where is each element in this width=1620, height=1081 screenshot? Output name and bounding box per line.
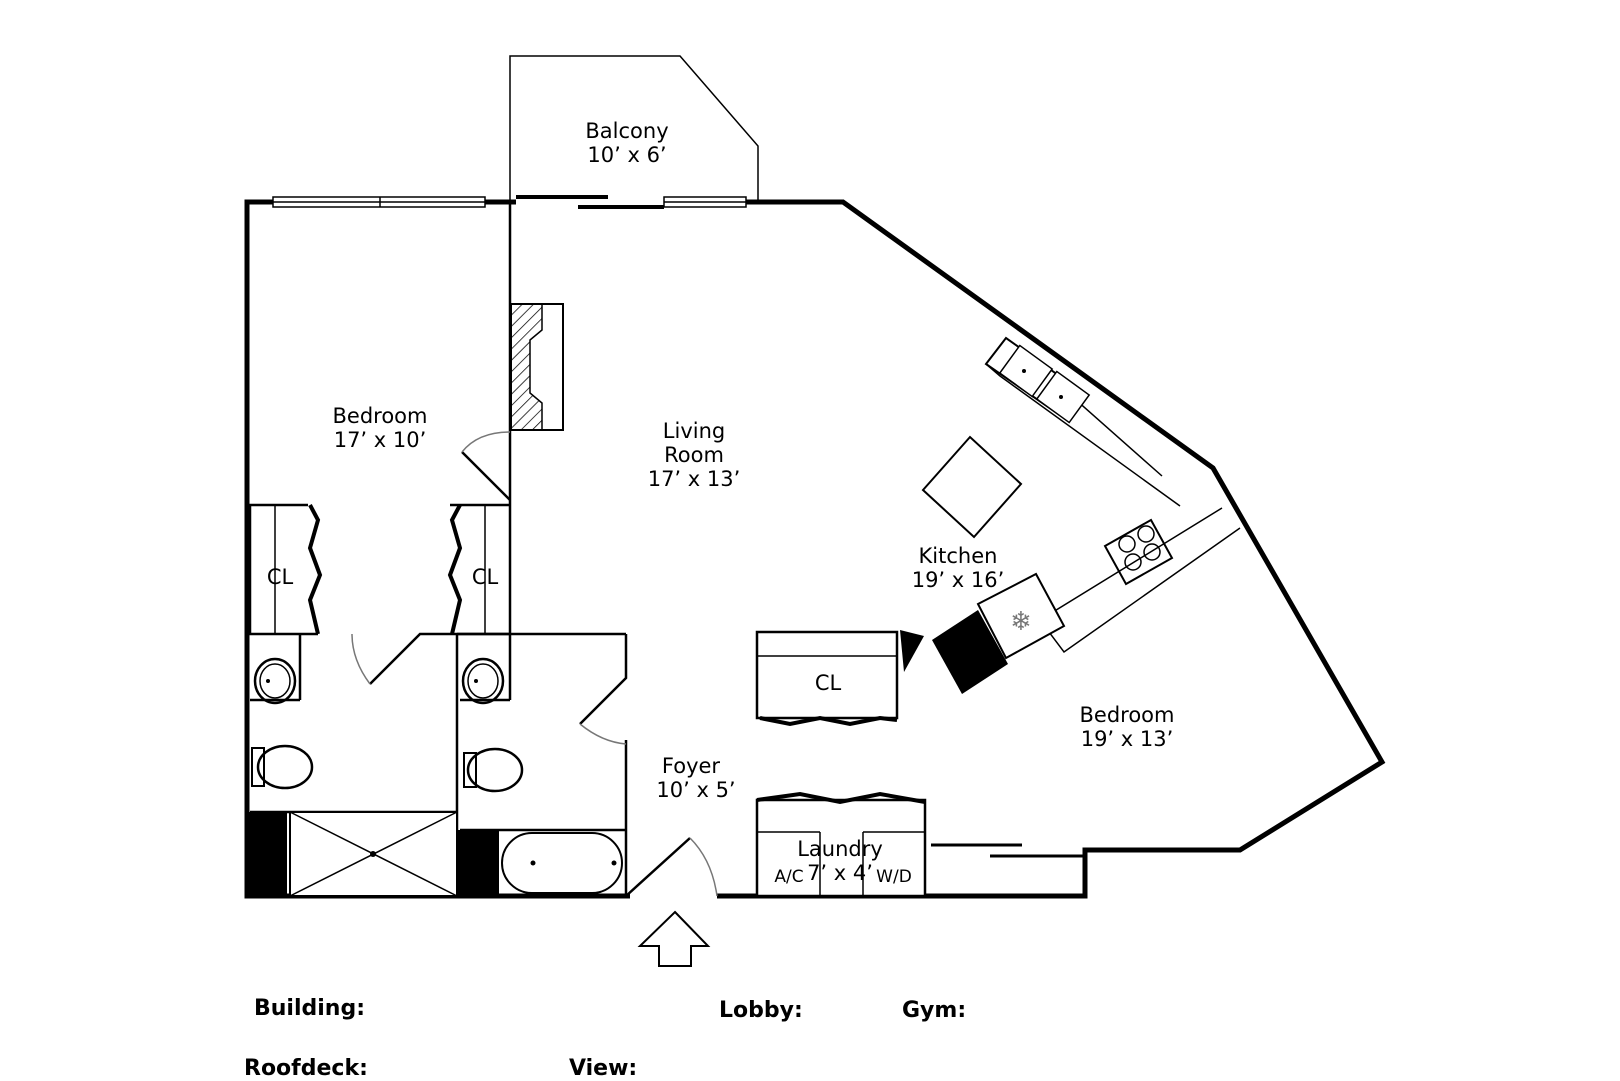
washer-dryer-label: W/D [876,867,912,887]
closet-hall [755,630,899,727]
room-size-bedroom-right: 19’ x 13’ [1081,727,1174,751]
exterior-walls [244,199,1386,899]
kitchen-lower-counter: ❄ [900,507,1241,694]
info-view: View: [569,1056,638,1081]
room-size-foyer: 10’ x 5’ [656,778,735,802]
info-gym: Gym: [902,998,967,1023]
laundry-area [755,791,927,898]
top-window-right [663,196,747,208]
interior-walls [247,200,691,897]
room-name-living-line1: Living [663,419,725,443]
kitchen-island [921,435,1023,539]
room-size-balcony: 10’ x 6’ [587,143,666,167]
info-roofdeck: Roofdeck: [244,1056,368,1081]
fireplace [510,303,564,431]
room-name-laundry: Laundry [797,837,883,861]
room-name-living-line2: Room [664,443,724,467]
room-size-bedroom-left: 17’ x 10’ [334,428,427,452]
balcony-outline [509,55,759,200]
room-name-foyer: Foyer [662,754,721,778]
top-window-left [272,196,486,208]
room-size-laundry: 7’ x 4’ [807,861,873,885]
closet-left [274,504,323,635]
room-name-bedroom-left: Bedroom [333,404,428,428]
room-name-balcony: Balcony [585,119,668,143]
room-name-kitchen: Kitchen [919,544,998,568]
bath-left [247,657,458,897]
closet-left-label: CL [267,565,294,589]
info-building: Building: [254,996,366,1021]
info-lobby: Lobby: [719,998,803,1023]
room-name-bedroom-right: Bedroom [1080,703,1175,727]
balcony-sliding-door [516,195,664,209]
room-size-living: 17’ x 13’ [648,467,741,491]
closet-mid [447,504,486,635]
entry-arrow-icon [637,910,711,967]
bath-mid [457,657,623,896]
closet-mid-label: CL [472,565,499,589]
snowflake-icon: ❄ [1010,607,1032,637]
closet-hall-label: CL [815,671,842,695]
door-swings [351,431,1085,897]
ac-label: A/C [774,867,803,887]
kitchen-counter [984,336,1181,507]
room-size-kitchen: 19’ x 16’ [912,568,1005,592]
